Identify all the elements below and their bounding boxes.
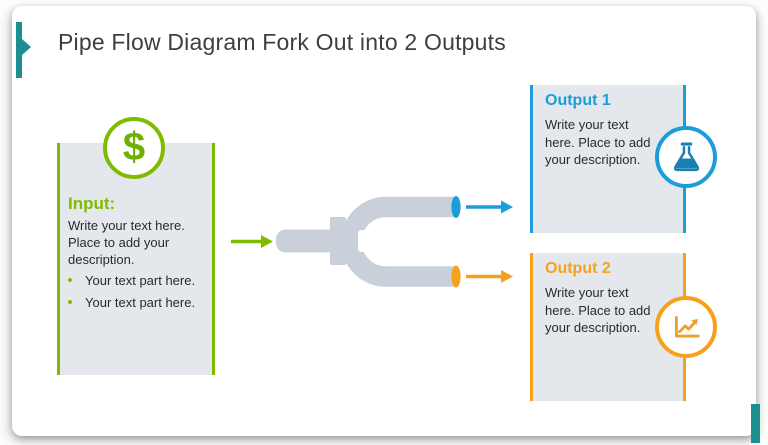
dollar-badge: $ [103, 117, 165, 179]
chart-badge [655, 296, 717, 358]
pipe-outlet-top [451, 196, 461, 218]
pipe-fork-diagram [231, 196, 513, 288]
output2-body: Write your text here. Place to add your … [545, 284, 651, 337]
slide-corner-accent [751, 404, 760, 443]
output1-body-line: here. Place to add [545, 134, 651, 150]
slide-accent-bar [16, 22, 22, 78]
input-body-line: Write your text here. [68, 218, 185, 233]
output1-body-line: Write your text [545, 117, 629, 132]
input-body-line: description. [68, 252, 135, 267]
chart-trend-icon [674, 316, 700, 338]
pipe-fork [341, 196, 456, 287]
input-bullet-list: Your text part here. Your text part here… [68, 272, 210, 316]
output2-body-line: your description. [545, 320, 641, 335]
output2-body-line: here. Place to add [545, 302, 651, 318]
output2-body-line: Write your text [545, 285, 629, 300]
slide-accent-arrow-icon [22, 39, 31, 55]
pipe-inlet [276, 229, 338, 253]
bullet-item: Your text part here. [68, 294, 210, 311]
output1-body-line: your description. [545, 152, 641, 167]
flask-icon [673, 142, 699, 171]
pipe-outlet-bottom [451, 265, 461, 288]
input-body: Write your text here. Place to add your … [68, 217, 210, 268]
output2-flow-arrow [466, 270, 513, 283]
pipe-inner-notch [358, 230, 369, 252]
bullet-dot-icon [68, 300, 72, 304]
output2-heading: Output 2 [545, 260, 611, 277]
input-heading: Input: [68, 194, 116, 213]
flask-badge [655, 126, 717, 188]
bullet-text: Your text part here. [85, 273, 196, 288]
output1-heading: Output 1 [545, 92, 611, 109]
input-body-line: Place to add your [68, 235, 170, 250]
output1-flow-arrow [466, 200, 513, 214]
output1-body: Write your text here. Place to add your … [545, 116, 651, 169]
output1-panel: Output 1 Write your text here. Place to … [530, 85, 686, 233]
bullet-dot-icon [68, 278, 72, 282]
page-title: Pipe Flow Diagram Fork Out into 2 Output… [58, 29, 506, 55]
bullet-text: Your text part here. [85, 295, 196, 310]
bullet-item: Your text part here. [68, 272, 210, 289]
input-panel [57, 143, 215, 375]
input-flow-arrow [231, 235, 273, 248]
dollar-icon: $ [122, 125, 146, 169]
